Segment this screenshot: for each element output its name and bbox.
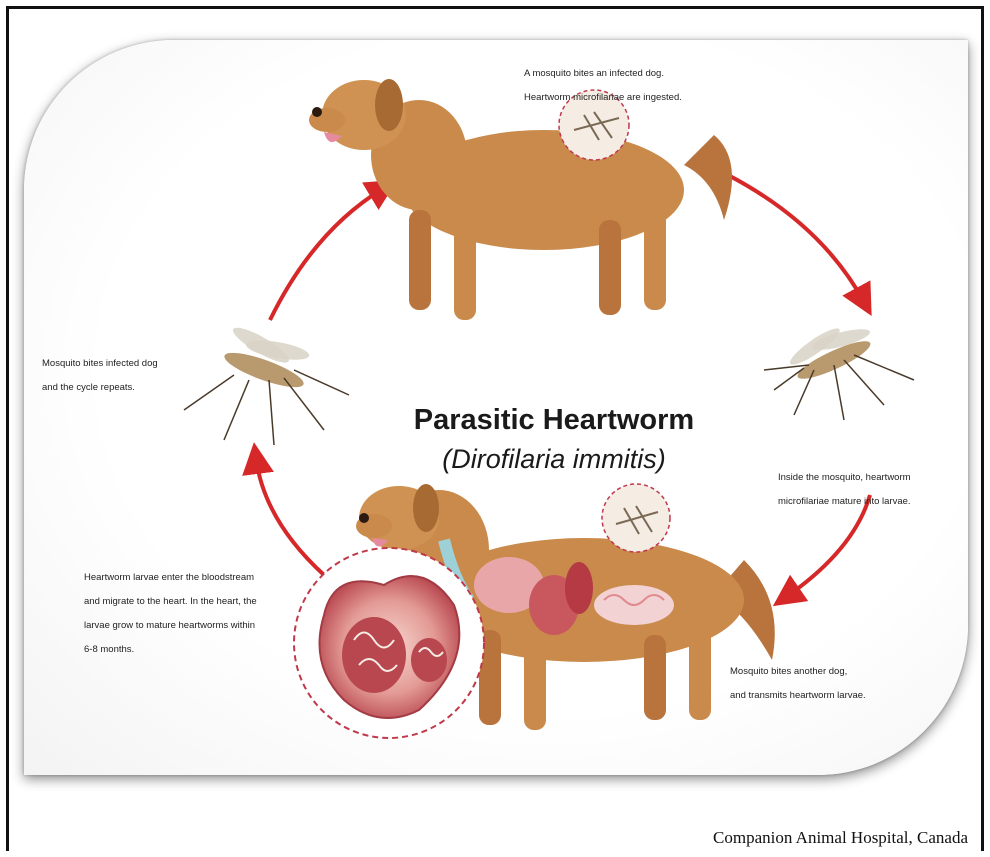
right-mosquito <box>764 324 914 420</box>
left-mosquito <box>184 322 349 445</box>
arrow-bottom-to-left <box>256 458 324 575</box>
diagram-title: Parasitic Heartworm <box>384 404 724 437</box>
diagram-subtitle: (Dirofilaria immitis) <box>384 444 724 475</box>
heart-inset <box>294 548 484 738</box>
caption-step-2: Inside the mosquito, heartworm microfila… <box>778 460 911 520</box>
caption-step-3: Mosquito bites another dog, and transmit… <box>730 654 866 714</box>
caption-step-4: Heartworm larvae enter the bloodstream a… <box>84 560 257 668</box>
caption-step-1: A mosquito bites an infected dog. Heartw… <box>524 56 682 116</box>
caption-step-5: Mosquito bites infected dog and the cycl… <box>42 346 158 406</box>
diagram-card: Parasitic Heartworm (Dirofilaria immitis… <box>24 40 968 775</box>
footer-credit: Companion Animal Hospital, Canada <box>713 828 968 848</box>
arrow-left-to-top <box>270 188 384 320</box>
